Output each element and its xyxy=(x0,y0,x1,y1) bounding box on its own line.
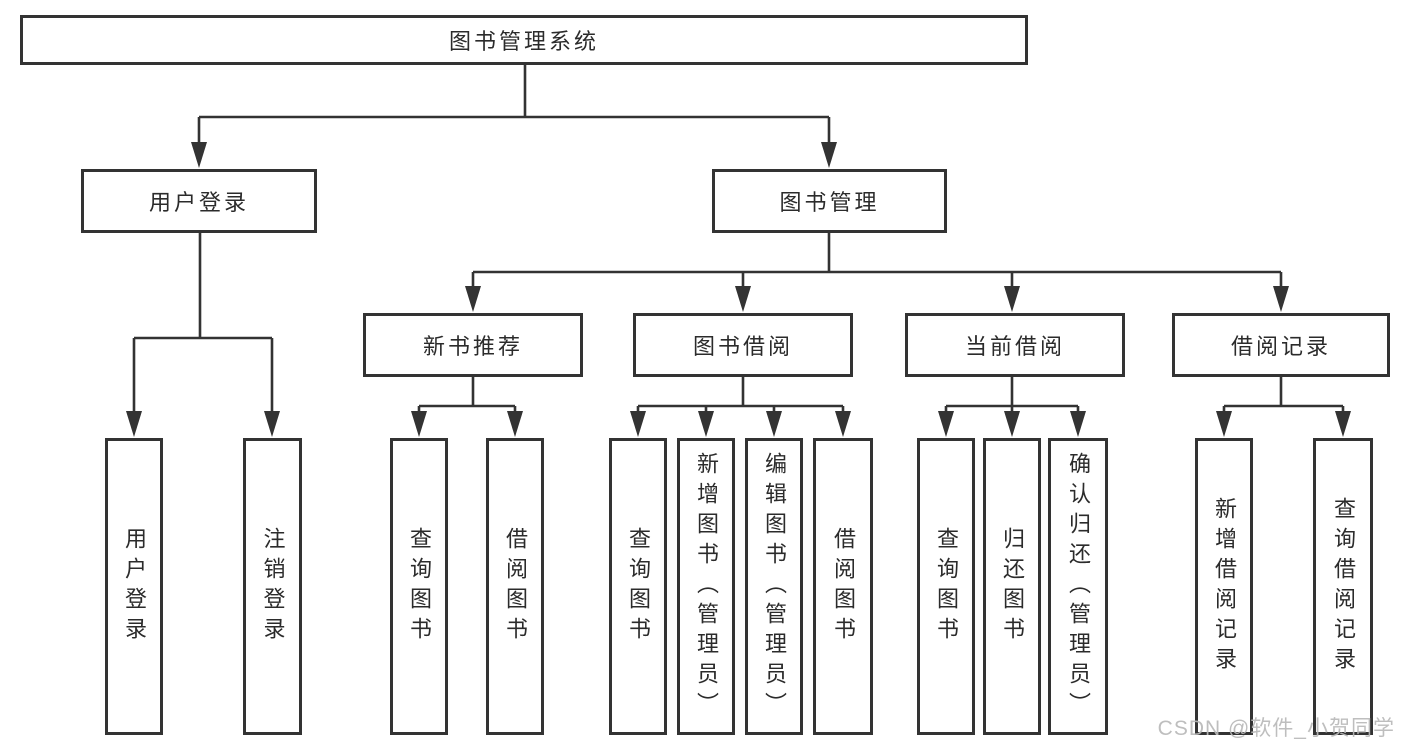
leaf-user-login: 用户登录 xyxy=(105,438,163,735)
leaf-logout: 注销登录 xyxy=(243,438,302,735)
node-book-management: 图书管理 xyxy=(712,169,947,233)
leaf-edit-book-admin: 编辑图书（管理员） xyxy=(745,438,803,735)
node-borrow-records: 借阅记录 xyxy=(1172,313,1390,377)
leaf-add-borrow-record: 新增借阅记录 xyxy=(1195,438,1253,735)
node-root-book-management-system: 图书管理系统 xyxy=(20,15,1028,65)
leaf-borrow-books-recommend: 借阅图书 xyxy=(486,438,544,735)
node-new-book-recommend: 新书推荐 xyxy=(363,313,583,377)
arrowheads xyxy=(126,142,1351,437)
leaf-return-book: 归还图书 xyxy=(983,438,1041,735)
node-current-borrowing: 当前借阅 xyxy=(905,313,1125,377)
leaf-query-borrow-record: 查询借阅记录 xyxy=(1313,438,1373,735)
leaf-borrow-books-borrowing: 借阅图书 xyxy=(813,438,873,735)
leaf-confirm-return-admin: 确认归还（管理员） xyxy=(1048,438,1108,735)
node-book-borrowing: 图书借阅 xyxy=(633,313,853,377)
leaf-add-book-admin: 新增图书（管理员） xyxy=(677,438,735,735)
node-user-login: 用户登录 xyxy=(81,169,317,233)
leaf-query-books-borrowing: 查询图书 xyxy=(609,438,667,735)
csdn-watermark: CSDN @软件_小贺同学 xyxy=(1157,717,1395,740)
leaf-query-books-recommend: 查询图书 xyxy=(390,438,448,735)
leaf-query-books-current: 查询图书 xyxy=(917,438,975,735)
